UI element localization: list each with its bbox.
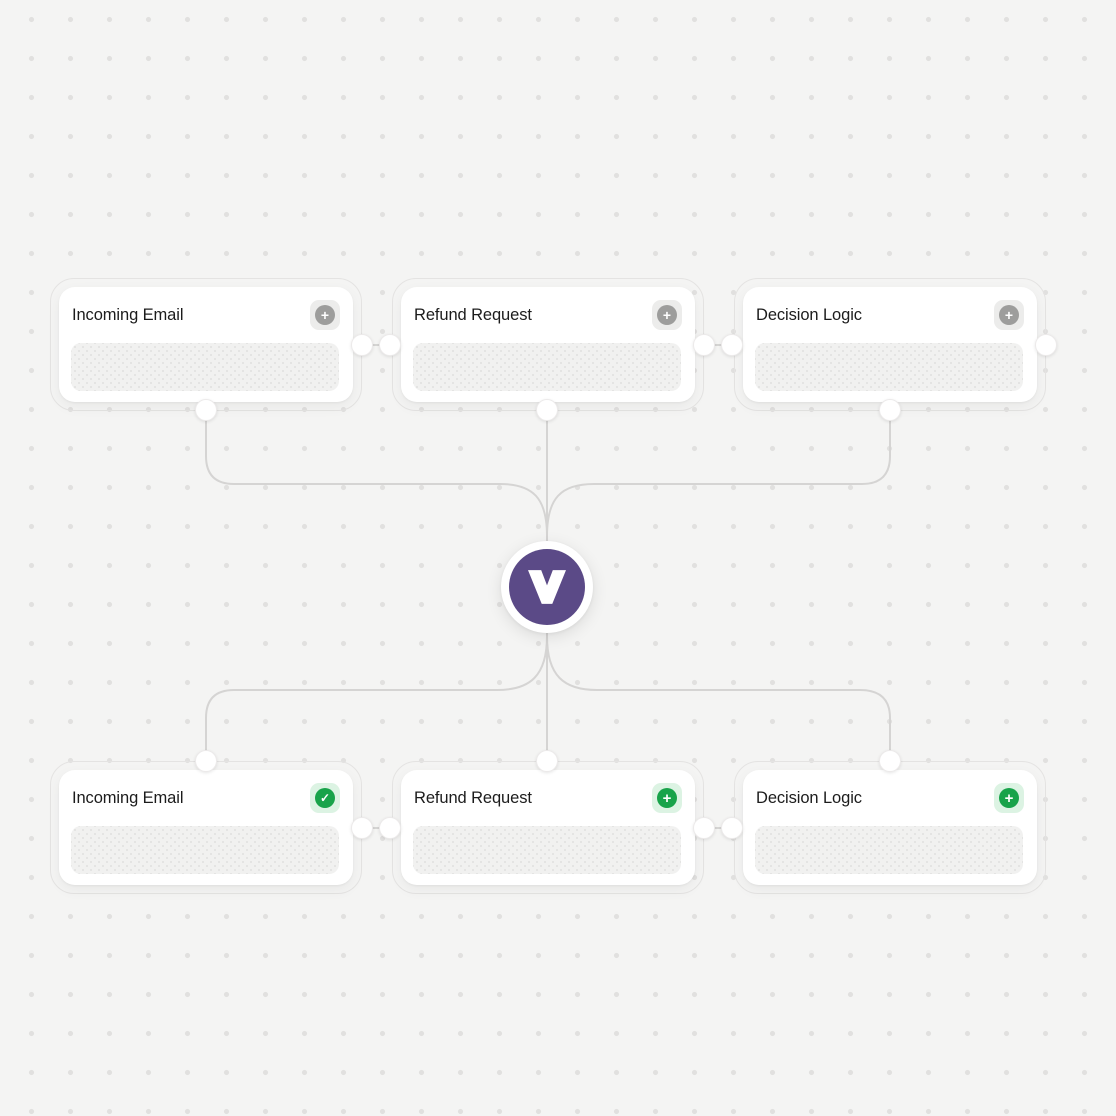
plus-icon: + xyxy=(999,788,1019,808)
card-body: Decision Logic + xyxy=(743,287,1037,402)
card-title: Decision Logic xyxy=(756,788,862,807)
plus-icon: + xyxy=(657,788,677,808)
node-card-refund-request-bottom[interactable]: Refund Request + xyxy=(392,761,704,894)
card-title: Refund Request xyxy=(414,305,532,324)
handle-top-decision-logic-right[interactable] xyxy=(1035,334,1057,356)
handle-top-refund-request-left[interactable] xyxy=(379,334,401,356)
node-content-placeholder xyxy=(755,343,1023,391)
card-body: Refund Request + xyxy=(401,770,695,885)
workflow-brand-node[interactable] xyxy=(501,541,593,633)
add-action-button[interactable]: + xyxy=(652,300,682,330)
plus-icon: + xyxy=(657,305,677,325)
brand-logo-circle xyxy=(509,549,585,625)
handle-bottom-decision-logic-left[interactable] xyxy=(721,817,743,839)
node-card-incoming-email-top[interactable]: Incoming Email + xyxy=(50,278,362,411)
node-card-refund-request-top[interactable]: Refund Request + xyxy=(392,278,704,411)
connector-node-to-bottom-right xyxy=(546,635,891,760)
handle-bottom-refund-request-top[interactable] xyxy=(536,750,558,772)
card-body: Incoming Email ✓ xyxy=(59,770,353,885)
node-card-decision-logic-bottom[interactable]: Decision Logic + xyxy=(734,761,1046,894)
v-logo-icon xyxy=(528,570,566,604)
card-body: Decision Logic + xyxy=(743,770,1037,885)
node-content-placeholder xyxy=(413,826,681,874)
add-action-button[interactable]: + xyxy=(994,783,1024,813)
handle-top-refund-request-right[interactable] xyxy=(693,334,715,356)
connector-node-to-bottom-left xyxy=(205,635,548,760)
plus-icon: + xyxy=(315,305,335,325)
connector-top-left-to-node xyxy=(205,409,548,543)
node-card-incoming-email-bottom[interactable]: Incoming Email ✓ xyxy=(50,761,362,894)
handle-top-decision-logic-bottom[interactable] xyxy=(879,399,901,421)
node-card-decision-logic-top[interactable]: Decision Logic + xyxy=(734,278,1046,411)
check-icon: ✓ xyxy=(315,788,335,808)
handle-top-decision-logic-left[interactable] xyxy=(721,334,743,356)
handle-top-refund-request-bottom[interactable] xyxy=(536,399,558,421)
handle-bottom-incoming-email-top[interactable] xyxy=(195,750,217,772)
handle-top-incoming-email-right[interactable] xyxy=(351,334,373,356)
card-title: Incoming Email xyxy=(72,788,184,807)
card-body: Incoming Email + xyxy=(59,287,353,402)
status-complete-button[interactable]: ✓ xyxy=(310,783,340,813)
card-title: Incoming Email xyxy=(72,305,184,324)
card-title: Refund Request xyxy=(414,788,532,807)
add-action-button[interactable]: + xyxy=(994,300,1024,330)
node-content-placeholder xyxy=(413,343,681,391)
node-content-placeholder xyxy=(71,826,339,874)
card-title: Decision Logic xyxy=(756,305,862,324)
card-body: Refund Request + xyxy=(401,287,695,402)
node-content-placeholder xyxy=(71,343,339,391)
handle-top-incoming-email-bottom[interactable] xyxy=(195,399,217,421)
handle-bottom-decision-logic-top[interactable] xyxy=(879,750,901,772)
connector-top-right-to-node xyxy=(546,409,891,543)
add-action-button[interactable]: + xyxy=(652,783,682,813)
add-action-button[interactable]: + xyxy=(310,300,340,330)
node-content-placeholder xyxy=(755,826,1023,874)
handle-bottom-incoming-email-right[interactable] xyxy=(351,817,373,839)
handle-bottom-refund-request-right[interactable] xyxy=(693,817,715,839)
handle-bottom-refund-request-left[interactable] xyxy=(379,817,401,839)
plus-icon: + xyxy=(999,305,1019,325)
